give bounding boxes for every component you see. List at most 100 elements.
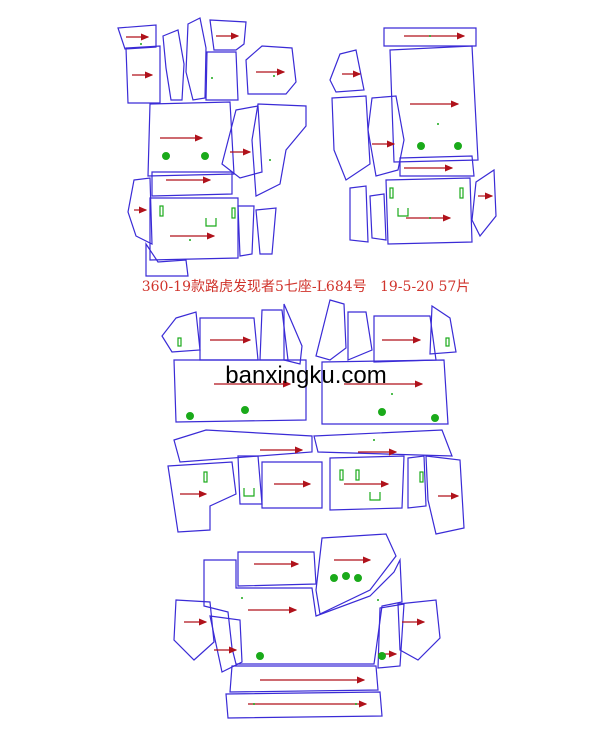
piece [205,51,239,101]
clip-mark [355,469,360,481]
piece [283,303,303,365]
piece [145,242,189,277]
piece [399,155,475,177]
fixing-hole [342,572,350,580]
piece [397,599,441,661]
piece [185,17,207,101]
piece [321,359,449,425]
top-left-set [117,17,307,277]
top-right-set [329,27,497,245]
piece [349,185,369,243]
piece [199,317,259,361]
piece [209,19,247,51]
pattern-caption: 360-19款路虎发现者5七座-L684号 19-5-20 57片 [141,279,471,295]
clip-mark [177,337,182,347]
piece [221,105,263,179]
fixing-hole [431,414,439,422]
piece [373,315,437,363]
piece [261,461,323,509]
dot [140,43,142,45]
clip-mark [205,218,217,227]
fixing-holes [162,142,462,660]
dot [273,75,275,77]
piece [425,455,465,535]
piece [245,45,297,95]
piece [125,45,161,104]
piece [162,29,185,101]
clip-mark [339,469,344,481]
piece [389,45,479,163]
dot [377,599,379,601]
piece [331,95,371,181]
piece [147,101,235,177]
piece [407,455,427,509]
dot [373,439,375,441]
piece [167,461,237,533]
fixing-hole [186,412,194,420]
piece [173,599,215,661]
dot [429,35,431,37]
dot [269,159,271,161]
clip-mark [397,208,409,217]
piece [329,455,405,511]
small-dots [140,35,439,705]
clip-mark [369,492,381,501]
clip-mark [419,471,424,483]
clip-mark [445,337,450,347]
piece [161,311,201,353]
dot [355,703,357,705]
watermark: banxingku.com [225,362,387,389]
piece [315,533,397,615]
piece [173,429,313,463]
fixing-hole [378,652,386,660]
piece [203,557,403,665]
dot [241,597,243,599]
grain-arrows [126,32,494,708]
fixing-hole [201,152,209,160]
piece [237,455,263,505]
piece [429,304,457,355]
piece [471,168,497,238]
piece [225,691,383,719]
clip-mark [203,471,208,483]
fixing-hole [241,406,249,414]
clip-mark [459,187,464,199]
clip-mark [159,205,164,217]
piece [237,205,255,257]
piece [385,177,473,245]
piece [255,207,277,255]
piece [149,197,239,261]
piece [315,299,347,361]
piece [151,171,233,197]
fixing-hole [162,152,170,160]
dot [189,239,191,241]
fixing-hole [330,574,338,582]
piece [329,49,365,93]
piece [369,193,387,241]
piece [117,24,157,50]
piece [127,177,153,245]
piece [209,615,243,673]
piece [229,665,379,693]
bottom-set [173,533,441,719]
piece [173,359,307,423]
fixing-hole [454,142,462,150]
clip-mark [389,187,394,199]
clip-marks [159,187,464,501]
dot [437,123,439,125]
fixing-hole [378,408,386,416]
dot [391,393,393,395]
clip-mark [243,488,255,497]
piece [377,603,405,669]
middle-set [161,299,465,535]
dot [211,77,213,79]
piece [251,103,307,197]
piece [237,551,317,587]
piece [313,429,453,457]
fixing-hole [417,142,425,150]
clip-mark [231,207,236,219]
piece [347,311,373,361]
dot [429,217,431,219]
